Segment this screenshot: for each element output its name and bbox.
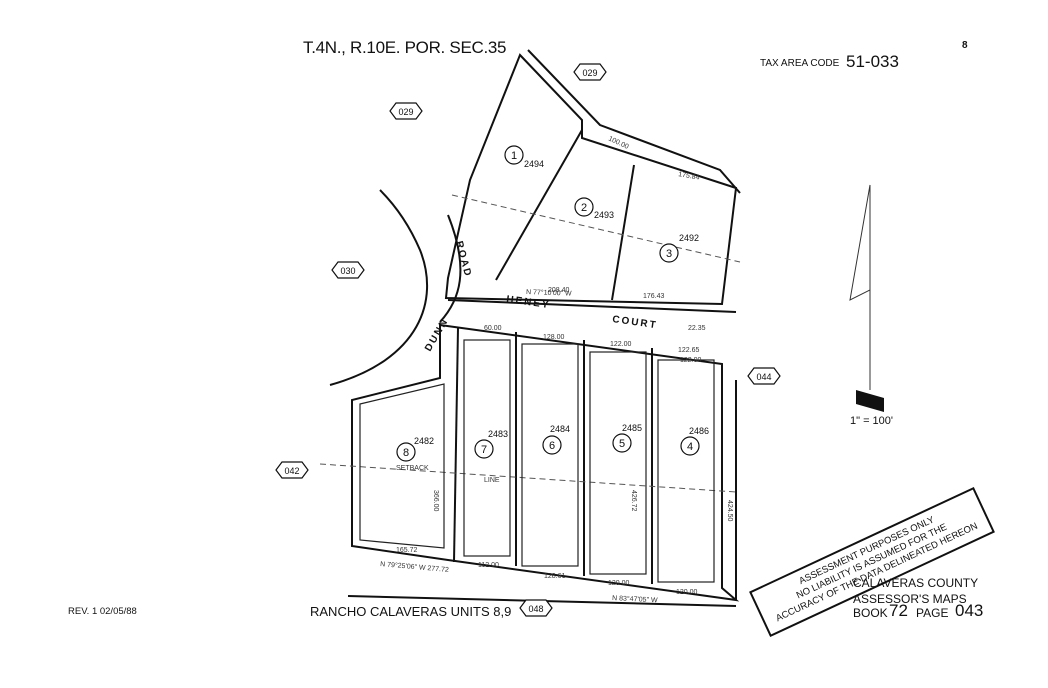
dim-128-61: 128.61 (544, 573, 566, 580)
dim-122-00-a: 122.00 (610, 341, 632, 348)
dim-128-00: 128.00 (543, 334, 565, 341)
assessor-maps-label: ASSESSOR'S MAPS (853, 592, 967, 606)
dim-366-00: 366.00 (432, 490, 439, 512)
hex-label-048: 048 (528, 604, 543, 614)
parcel-circle-6 (542, 435, 562, 455)
apn-2484: 2484 (550, 424, 570, 434)
setback-line-north (451, 194, 741, 263)
parcel-number-7: 7 (481, 444, 487, 456)
dunn-road-edge-east (439, 214, 462, 323)
dim-100-00: 100.00 (607, 135, 629, 150)
north-arrow (849, 184, 884, 412)
book-number: 72 (889, 601, 908, 620)
parcel-circle-7 (474, 439, 494, 459)
page-number: 043 (955, 601, 984, 620)
dim-112-00: 112.00 (478, 562, 499, 569)
dim-424-50: 424.50 (726, 500, 733, 522)
parcel-circle-8 (396, 442, 416, 462)
setback-label: SETBACK (396, 465, 429, 472)
parcel-circle-5 (612, 433, 632, 453)
parcel-circle-4 (680, 436, 700, 456)
road-label-court: COURT (612, 314, 659, 331)
setback-line-south (319, 463, 737, 493)
apn-2483: 2483 (488, 429, 508, 439)
dim-208-40: 208.40 (548, 287, 570, 294)
tax-area-code: 51-033 (846, 52, 899, 71)
page-label: PAGE (916, 606, 949, 620)
dim-south-bearing: N 79°25'06" W 277.72 (380, 560, 449, 574)
dim-22-35: 22.35 (688, 325, 706, 332)
county-name: CALAVERAS COUNTY (853, 576, 979, 590)
street-edge-top (527, 49, 741, 194)
map-title: T.4N., R.10E. POR. SEC.35 (303, 38, 507, 57)
dim-bottom-bearing: N 83°47'05" W (612, 594, 658, 604)
apn-2486: 2486 (689, 426, 709, 436)
dim-122-00-b: 122.00 (680, 357, 702, 364)
hex-044 (747, 367, 781, 385)
dim-175-84: 175.84 (678, 171, 700, 182)
subdivision-name: RANCHO CALAVERAS UNITS 8,9 (310, 604, 512, 619)
dim-165-72: 165.72 (396, 547, 418, 554)
road-label-road: ROAD (453, 240, 473, 279)
road-label-dunn: DUNN (423, 316, 451, 353)
hex-label-029a: 029 (582, 68, 597, 78)
parcel-number-5: 5 (619, 438, 625, 450)
dim-60-00: 60.00 (484, 325, 502, 332)
hex-030 (331, 261, 365, 279)
lot-box-6 (521, 343, 579, 567)
lot-box-7 (463, 339, 511, 557)
parcel-number-4: 4 (687, 441, 693, 453)
dim-120-00-a: 120.00 (608, 580, 630, 587)
hex-029-top (573, 63, 607, 81)
north-block-boundary (444, 53, 738, 306)
lot-box-8 (359, 383, 445, 549)
hex-label-042: 042 (284, 466, 299, 476)
lot-line-1-2 (495, 129, 583, 281)
parcel-number-3: 3 (666, 248, 672, 260)
sheet-number: 8 (962, 40, 968, 51)
dim-122-65: 122.65 (678, 347, 700, 354)
lot-box-4 (657, 359, 715, 583)
scale-label: 1" = 100' (850, 415, 894, 427)
lot-line-2-3 (611, 164, 635, 301)
apn-2493: 2493 (594, 210, 614, 220)
parcel-number-1: 1 (511, 150, 517, 162)
parcel-number-6: 6 (549, 440, 555, 452)
hex-048 (519, 599, 553, 617)
lot-line-7-8 (453, 327, 459, 563)
dunn-road-edge-west (329, 189, 428, 386)
parcel-circle-1 (504, 145, 524, 165)
dim-426-72: 426.72 (630, 490, 637, 512)
apn-2482: 2482 (414, 436, 434, 446)
parcel-number-2: 2 (581, 202, 587, 214)
tax-area-label: TAX AREA CODE (760, 58, 840, 69)
dim-bearing-heney: N 77°10'00" W (526, 288, 572, 298)
lot-box-5 (589, 351, 647, 575)
hex-029-left (389, 102, 423, 120)
hex-042 (275, 461, 309, 479)
south-block-boundary (351, 323, 740, 602)
dim-120-00-b: 120.00 (676, 589, 698, 596)
dim-176-43: 176.43 (643, 293, 665, 300)
book-label: BOOK (853, 606, 888, 620)
hex-label-044: 044 (756, 372, 771, 382)
hex-label-030: 030 (340, 266, 355, 276)
heney-court-edge (447, 299, 737, 313)
line-label: LINE (484, 477, 500, 484)
parcel-circle-3 (659, 243, 679, 263)
hex-label-029b: 029 (398, 107, 413, 117)
apn-2492: 2492 (679, 233, 699, 243)
revision-date: REV. 1 02/05/88 (68, 606, 137, 617)
parcel-circle-2 (574, 197, 594, 217)
apn-2485: 2485 (622, 423, 642, 433)
parcel-number-8: 8 (403, 447, 409, 459)
apn-2494: 2494 (524, 159, 544, 169)
